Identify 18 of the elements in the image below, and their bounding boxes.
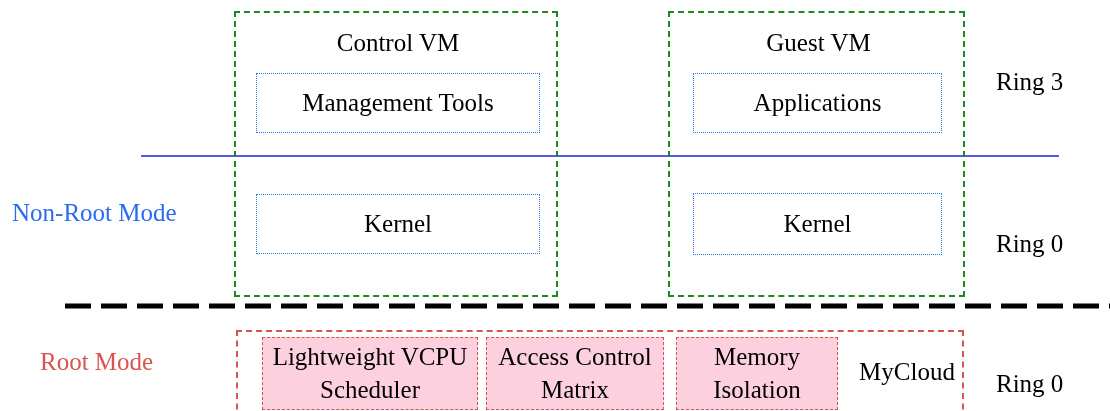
hypervisor-container <box>236 330 964 411</box>
module-box: Lightweight VCPU Scheduler <box>262 337 478 410</box>
component-box: Kernel <box>693 193 942 255</box>
system-name: MyCloud <box>858 358 956 386</box>
component-box: Applications <box>693 73 942 133</box>
ring-label: Ring 3 <box>996 68 1064 96</box>
vm-title: Guest VM <box>765 29 872 57</box>
vm-container <box>668 11 965 297</box>
mode-label: Non-Root Mode <box>12 199 177 227</box>
component-box: Management Tools <box>256 73 540 133</box>
vm-container <box>234 11 558 297</box>
ring-label: Ring 0 <box>996 370 1064 398</box>
vm-title: Control VM <box>335 29 461 57</box>
component-box: Kernel <box>256 194 540 254</box>
mode-label: Root Mode <box>40 348 154 376</box>
module-box: Access Control Matrix <box>486 337 664 410</box>
ring-label: Ring 0 <box>996 230 1064 258</box>
module-box: Memory Isolation <box>676 337 838 410</box>
